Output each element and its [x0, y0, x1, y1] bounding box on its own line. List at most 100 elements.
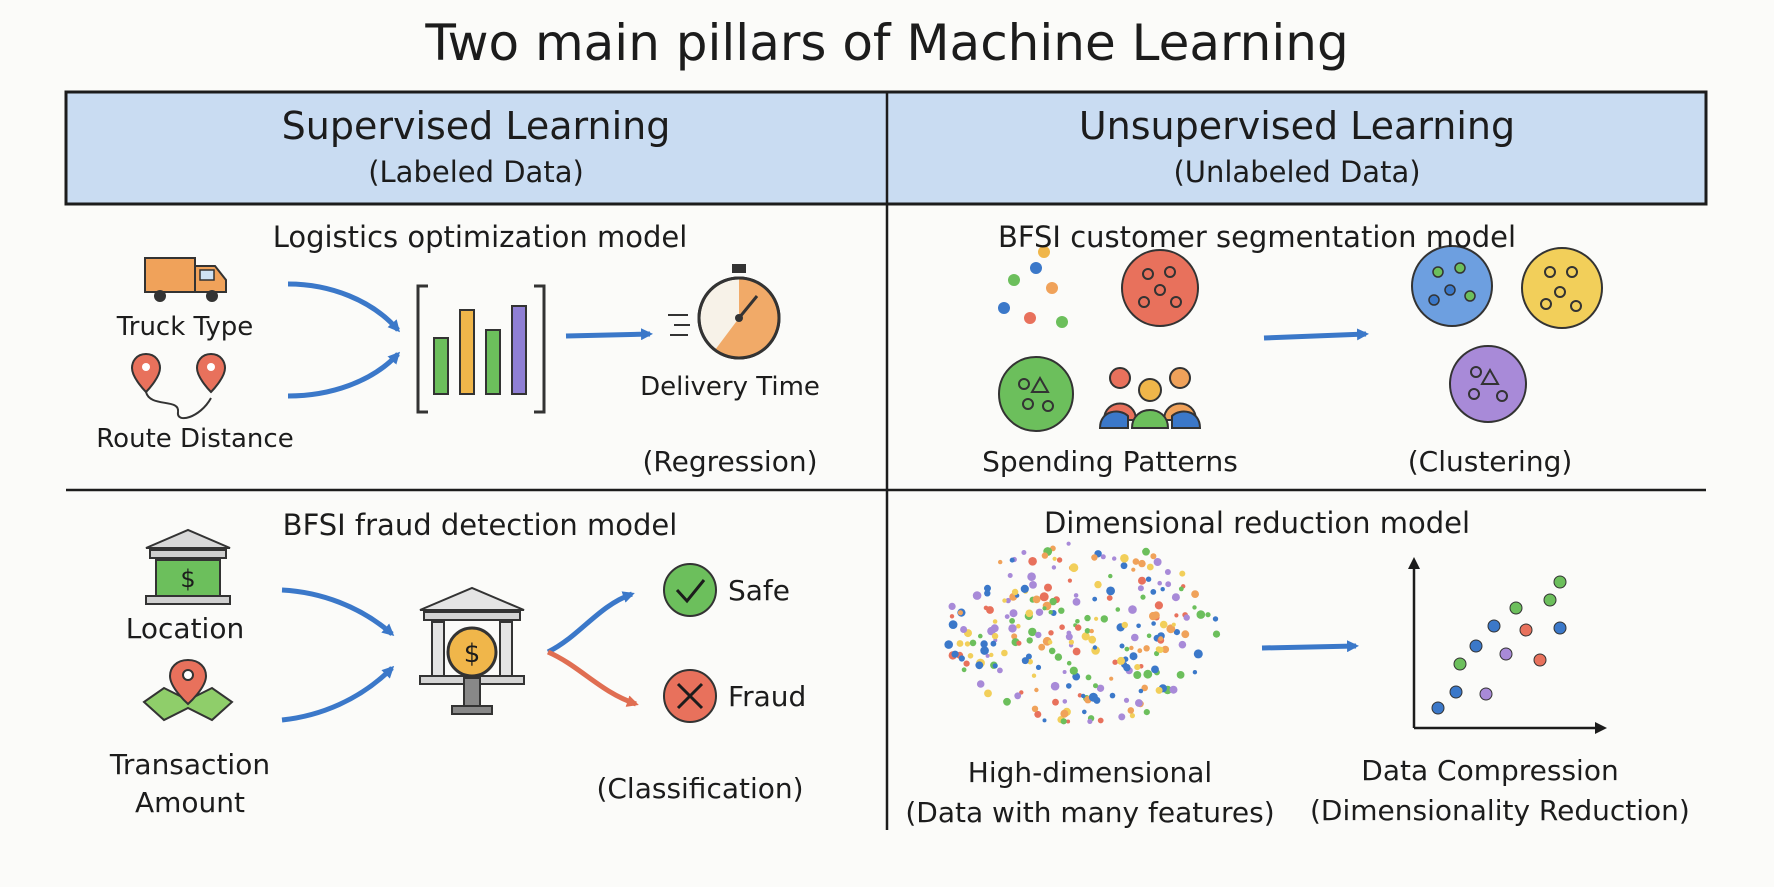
scatter-dot [1034, 710, 1042, 718]
scatter-dot [1081, 632, 1090, 641]
arrow-to-fraud [546, 649, 639, 707]
supervised-subheading: (Labeled Data) [368, 155, 584, 189]
scatter-dot [989, 652, 994, 658]
scatter-dot [1011, 633, 1018, 640]
logistics-heading: Logistics optimization model [272, 220, 688, 254]
scatter-dot [980, 646, 989, 655]
scatter-dot [1166, 624, 1176, 634]
transaction-label: Transaction [109, 748, 271, 781]
scatter-dot [1032, 595, 1041, 604]
scatter-dot [1034, 687, 1039, 693]
scatter-dot [1039, 592, 1049, 602]
scatter-dot [1047, 639, 1053, 645]
scatter-dot [1146, 633, 1152, 639]
scatter-dot [1133, 671, 1142, 679]
scatter-dot [1109, 692, 1116, 699]
arrow-model-to-output [565, 328, 653, 341]
spending-patterns-label: Spending Patterns [982, 445, 1238, 478]
scatter-dot [1048, 630, 1054, 636]
scatter-dot [1134, 664, 1141, 671]
scatter-dot [1092, 645, 1098, 650]
scatter-dot [978, 633, 983, 639]
scatter-dot [1094, 580, 1102, 589]
scatter-dot [1106, 595, 1113, 601]
scatter-dot [1075, 619, 1080, 624]
scatter-dot [1052, 698, 1059, 706]
scatter-dot [1108, 573, 1113, 579]
scatter-dot [1127, 707, 1135, 714]
scatter-dot [1100, 615, 1109, 623]
scatter-dot [1145, 576, 1152, 582]
scatter-dot [1138, 688, 1144, 694]
arrow-amount-to-model [281, 665, 395, 723]
map-location-icon [142, 658, 234, 722]
scatter-dot [1072, 647, 1081, 656]
scatter-dot [1051, 565, 1057, 570]
scatter-dot [1035, 608, 1044, 616]
scatter-dot [957, 610, 964, 616]
scatter-dot [1106, 586, 1115, 596]
scatter-dot [948, 620, 958, 629]
bank-magnifier-dollar: $ [464, 639, 481, 669]
location-label: Location [125, 612, 245, 645]
scatter-dot [997, 667, 1003, 674]
page-title: Two main pillars of Machine Learning [425, 14, 1349, 72]
scatter-dot [1196, 610, 1206, 619]
scatter-dot [948, 602, 956, 611]
high-dimensional-sublabel: (Data with many features) [905, 796, 1275, 829]
scattered-dots-group [998, 246, 1068, 328]
scatter-dot [1066, 683, 1072, 689]
segmentation-heading: BFSI customer segmentation model [997, 220, 1517, 254]
scatter-dot [1060, 709, 1069, 718]
scatter-dot [1121, 621, 1129, 629]
scatter-dot [1205, 612, 1211, 618]
scatter-dot [1150, 589, 1157, 595]
scatter-dot [1129, 713, 1135, 719]
scatter-dot [1003, 697, 1011, 706]
scatter-dot [1048, 647, 1056, 655]
scatter-dot [1181, 630, 1190, 639]
scatter-dot [1062, 670, 1067, 674]
scatter-dot [1131, 567, 1136, 572]
scatter-dot [963, 660, 970, 667]
reduced-plot-axes [1408, 557, 1607, 734]
x-circle-icon [663, 669, 717, 723]
scatter-dot [1096, 684, 1105, 692]
scatter-dot [1192, 605, 1197, 610]
scatter-dot [998, 559, 1003, 565]
scatter-dot [1141, 684, 1148, 692]
scatter-dot [1059, 624, 1065, 630]
scatter-dot [1178, 586, 1184, 592]
scatter-dot [1093, 683, 1098, 689]
safe-label: Safe [728, 574, 791, 607]
scatter-dot [1008, 624, 1017, 633]
people-group-icon [1098, 367, 1202, 429]
scatter-dot [1084, 614, 1091, 622]
regression-label: (Regression) [642, 445, 818, 478]
scatter-dot [1135, 699, 1143, 707]
amount-label: Amount [134, 786, 246, 819]
scatter-dot [1120, 554, 1129, 563]
scatter-dot [1042, 606, 1047, 611]
scatter-dot [984, 584, 991, 592]
scatter-dot [1179, 570, 1186, 577]
scatter-dot [1021, 657, 1029, 665]
scatter-dot [1060, 718, 1067, 725]
scatter-dot [1174, 613, 1179, 618]
scatter-dot [1165, 581, 1172, 588]
scatter-dot [1137, 585, 1144, 592]
scatter-dot [1092, 596, 1098, 602]
fraud-heading: BFSI fraud detection model [282, 508, 678, 542]
scatter-dot [1029, 581, 1037, 589]
scatter-dot [969, 639, 977, 647]
scatter-dot [1160, 587, 1165, 592]
scatter-dot [949, 614, 955, 619]
scatter-dot [1028, 627, 1037, 637]
arrow-location-to-model [281, 587, 395, 636]
check-circle-icon [663, 563, 717, 617]
scatter-dot [1171, 622, 1176, 627]
scatter-dot [960, 626, 968, 633]
blue-cluster-circle [1411, 245, 1493, 327]
scatter-dot [1100, 554, 1106, 560]
